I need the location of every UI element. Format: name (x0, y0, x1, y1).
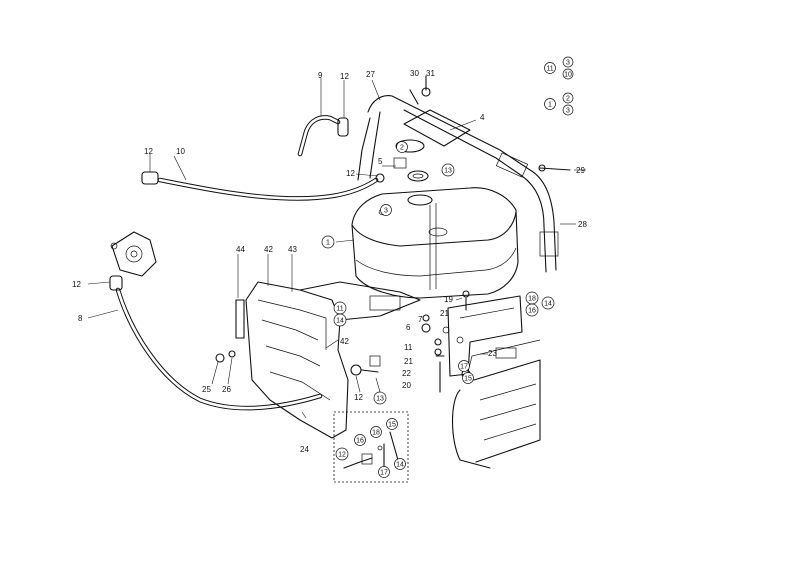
label-part-10: 10 (176, 147, 185, 156)
svg-text:12: 12 (338, 452, 346, 459)
svg-text:16: 16 (356, 438, 364, 445)
tank-straps (357, 95, 559, 273)
svg-text:3: 3 (566, 108, 570, 115)
label-part-42: 42 (340, 337, 349, 346)
label-part-28: 28 (578, 220, 587, 229)
part-labels: 9 12 27 30 31 4 12 10 5 12 29 28 44 42 4… (72, 69, 587, 454)
label-part-6: 6 (406, 323, 411, 332)
svg-text:14: 14 (544, 301, 552, 308)
svg-text:2: 2 (400, 145, 404, 152)
label-part-12: 12 (340, 72, 349, 81)
callout-17: 17 (378, 466, 390, 478)
label-part-42: 42 (264, 245, 273, 254)
callout-3: 3 (380, 204, 392, 216)
label-part-5: 5 (378, 157, 383, 166)
svg-text:2: 2 (566, 96, 570, 103)
label-part-8: 8 (78, 314, 83, 323)
legend-group-1: 11 3 10 (544, 56, 574, 80)
svg-text:15: 15 (388, 422, 396, 429)
callout-13: 13 (441, 163, 455, 177)
label-part-27: 27 (366, 70, 375, 79)
label-part-12: 12 (72, 280, 81, 289)
side-panel (235, 281, 421, 439)
label-part-12: 12 (354, 393, 363, 402)
fuel-line-10 (141, 171, 385, 201)
callout-14: 14 (394, 458, 406, 470)
filler-hose (297, 115, 349, 157)
small-parts (215, 75, 571, 379)
callout-12: 12 (335, 447, 349, 461)
label-part-21: 21 (440, 309, 449, 318)
svg-text:3: 3 (566, 60, 570, 67)
label-part-20: 20 (402, 381, 411, 390)
circled-callouts: 1 2 3 13 11 14 18 16 (321, 56, 574, 478)
label-part-19: 19 (444, 295, 453, 304)
label-part-29: 29 (576, 166, 585, 175)
label-part-30: 30 (410, 69, 419, 78)
svg-text:1: 1 (548, 102, 552, 109)
callout-16: 16 (525, 303, 539, 317)
label-part-11: 11 (404, 343, 413, 352)
svg-text:13: 13 (376, 396, 384, 403)
svg-text:16: 16 (528, 308, 536, 315)
svg-text:11: 11 (546, 66, 553, 73)
label-part-7: 7 (418, 315, 423, 324)
svg-text:14: 14 (336, 318, 344, 325)
mounting-brackets (435, 295, 523, 393)
svg-text:17: 17 (460, 364, 468, 371)
svg-text:1: 1 (326, 240, 330, 247)
label-part-25: 25 (202, 385, 211, 394)
svg-text:17: 17 (380, 470, 388, 477)
label-part-43: 43 (288, 245, 297, 254)
callout-16: 16 (354, 434, 366, 446)
label-part-9: 9 (318, 71, 323, 80)
fuel-line-8 (109, 275, 323, 411)
svg-text:15: 15 (464, 376, 472, 383)
callout-15: 15 (386, 418, 398, 430)
label-part-21: 21 (404, 357, 413, 366)
vehicle-frame (452, 339, 541, 469)
callout-18: 18 (370, 426, 382, 438)
leader-lines (87, 78, 586, 419)
label-part-12: 12 (346, 169, 355, 178)
label-part-4: 4 (480, 113, 485, 122)
label-part-44: 44 (236, 245, 245, 254)
svg-text:10: 10 (564, 72, 572, 79)
svg-text:3: 3 (384, 208, 388, 215)
callout-15: 15 (462, 372, 474, 384)
label-part-12: 12 (144, 147, 153, 156)
legend-group-2: 1 2 3 (544, 92, 574, 116)
label-part-24: 24 (300, 445, 309, 454)
callout-1: 1 (321, 235, 335, 249)
callout-14: 14 (541, 296, 555, 310)
callout-2: 2 (396, 141, 408, 153)
label-part-31: 31 (426, 69, 435, 78)
fuel-pump (110, 231, 157, 277)
callout-11: 11 (333, 301, 347, 315)
svg-text:18: 18 (372, 430, 380, 437)
callout-13: 13 (373, 391, 387, 405)
label-part-23: 23 (488, 349, 497, 358)
label-part-26: 26 (222, 385, 231, 394)
callout-18: 18 (525, 291, 539, 305)
svg-text:11: 11 (336, 306, 343, 313)
svg-text:13: 13 (444, 168, 452, 175)
detail-box (333, 411, 409, 483)
svg-text:18: 18 (528, 296, 536, 303)
callout-17: 17 (458, 360, 470, 372)
fuel-tank (351, 187, 519, 299)
callout-14: 14 (333, 313, 347, 327)
svg-text:14: 14 (396, 462, 404, 469)
label-part-22: 22 (402, 369, 411, 378)
